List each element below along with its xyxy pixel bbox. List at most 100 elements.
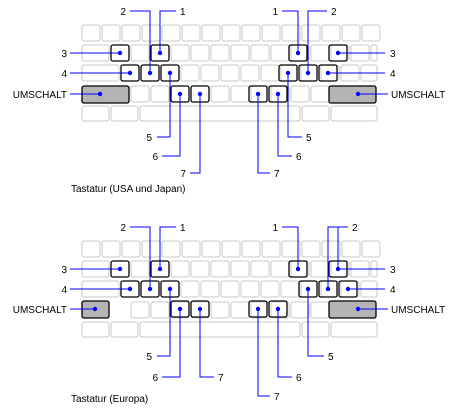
- key: [310, 44, 330, 62]
- key: [270, 260, 290, 278]
- key: [190, 44, 210, 62]
- key: [221, 24, 241, 42]
- key: [170, 44, 190, 62]
- key: [270, 301, 290, 319]
- shift-label-left: UMSCHALT: [13, 90, 67, 101]
- key: [341, 24, 361, 42]
- shift-label-right: UMSCHALT: [391, 90, 445, 101]
- callout-left-1: 1: [180, 223, 186, 234]
- key: [290, 85, 310, 103]
- callout-right-2: 2: [352, 223, 358, 234]
- key: [230, 301, 250, 319]
- key: [301, 240, 321, 258]
- key-grid: [81, 240, 381, 338]
- key: [250, 260, 270, 278]
- callout-right-6: 6: [296, 152, 302, 163]
- key: [180, 64, 200, 82]
- callout-right-1: 1: [272, 7, 278, 18]
- key: [261, 24, 281, 42]
- key: [301, 24, 321, 42]
- callout-left-2: 2: [120, 223, 126, 234]
- key: [139, 321, 301, 338]
- key: [81, 240, 101, 258]
- callout-left-2: 2: [120, 7, 126, 18]
- key: [161, 24, 181, 42]
- key: [240, 280, 260, 298]
- key: [201, 240, 221, 258]
- key: [121, 24, 141, 42]
- key: [261, 240, 281, 258]
- key: [200, 64, 220, 82]
- callout-left-3: 3: [61, 49, 67, 60]
- callout-left-1: 1: [180, 7, 186, 18]
- key: [161, 240, 181, 258]
- key: [321, 24, 341, 42]
- key: [361, 240, 381, 258]
- key: [81, 105, 110, 122]
- key: [290, 301, 310, 319]
- key: [230, 44, 250, 62]
- callout-right-2: 2: [331, 7, 337, 18]
- keyboard-usa-japan: 2 1 3 4 UMSCHALT 5 6 7 1 2 3 4 UMSCHALT …: [13, 7, 446, 195]
- key: [310, 260, 330, 278]
- callout-left-7: 7: [218, 373, 224, 384]
- key: [110, 105, 139, 122]
- key: [190, 260, 210, 278]
- keyboard-caption-europa: Tastatur (Europa): [71, 394, 148, 405]
- key: [210, 44, 230, 62]
- key: [241, 24, 261, 42]
- key: [201, 24, 221, 42]
- key: [260, 280, 280, 298]
- key: [81, 321, 110, 338]
- key: [210, 260, 230, 278]
- key: [301, 105, 330, 122]
- key: [241, 240, 261, 258]
- key: [141, 24, 161, 42]
- callout-right-7: 7: [274, 392, 280, 403]
- keyboard-europa: 2 1 3 4 UMSCHALT 5 6 7 1 2 3 4 UMSCHALT …: [13, 223, 446, 405]
- callout-left-6: 6: [152, 152, 158, 163]
- callout-right-1: 1: [272, 223, 278, 234]
- callout-left-5: 5: [146, 133, 152, 144]
- key: [240, 64, 260, 82]
- key: [200, 280, 220, 298]
- key: [210, 301, 230, 319]
- key: [330, 321, 378, 338]
- key: [361, 24, 381, 42]
- keyboard-caption-usa-japan: Tastatur (USA und Japan): [71, 184, 186, 195]
- key: [260, 64, 280, 82]
- callout-right-5: 5: [306, 133, 312, 144]
- key: [170, 260, 190, 278]
- callout-left-7: 7: [180, 169, 186, 180]
- callout-right-3: 3: [390, 265, 396, 276]
- key: [130, 85, 150, 103]
- key: [81, 24, 101, 42]
- key: [250, 44, 270, 62]
- key: [121, 240, 141, 258]
- callout-lines: [70, 10, 388, 174]
- highlighted-keys: [110, 44, 348, 103]
- key: [110, 321, 139, 338]
- key: [341, 240, 361, 258]
- key: [310, 301, 330, 319]
- callout-left-3: 3: [61, 265, 67, 276]
- callout-right-4: 4: [390, 69, 396, 80]
- key: [280, 280, 300, 298]
- key: [150, 301, 170, 319]
- key: [230, 85, 250, 103]
- callout-right-5: 5: [328, 352, 334, 363]
- key: [281, 24, 301, 42]
- shift-label-right: UMSCHALT: [391, 305, 445, 316]
- callout-left-4: 4: [61, 285, 67, 296]
- key: [141, 240, 161, 258]
- key: [210, 85, 230, 103]
- callout-left-4: 4: [61, 69, 67, 80]
- key: [181, 240, 201, 258]
- key: [130, 44, 150, 62]
- key: [130, 301, 150, 319]
- key: [130, 260, 150, 278]
- key: [220, 280, 240, 298]
- key: [101, 240, 121, 258]
- callout-right-4: 4: [390, 285, 396, 296]
